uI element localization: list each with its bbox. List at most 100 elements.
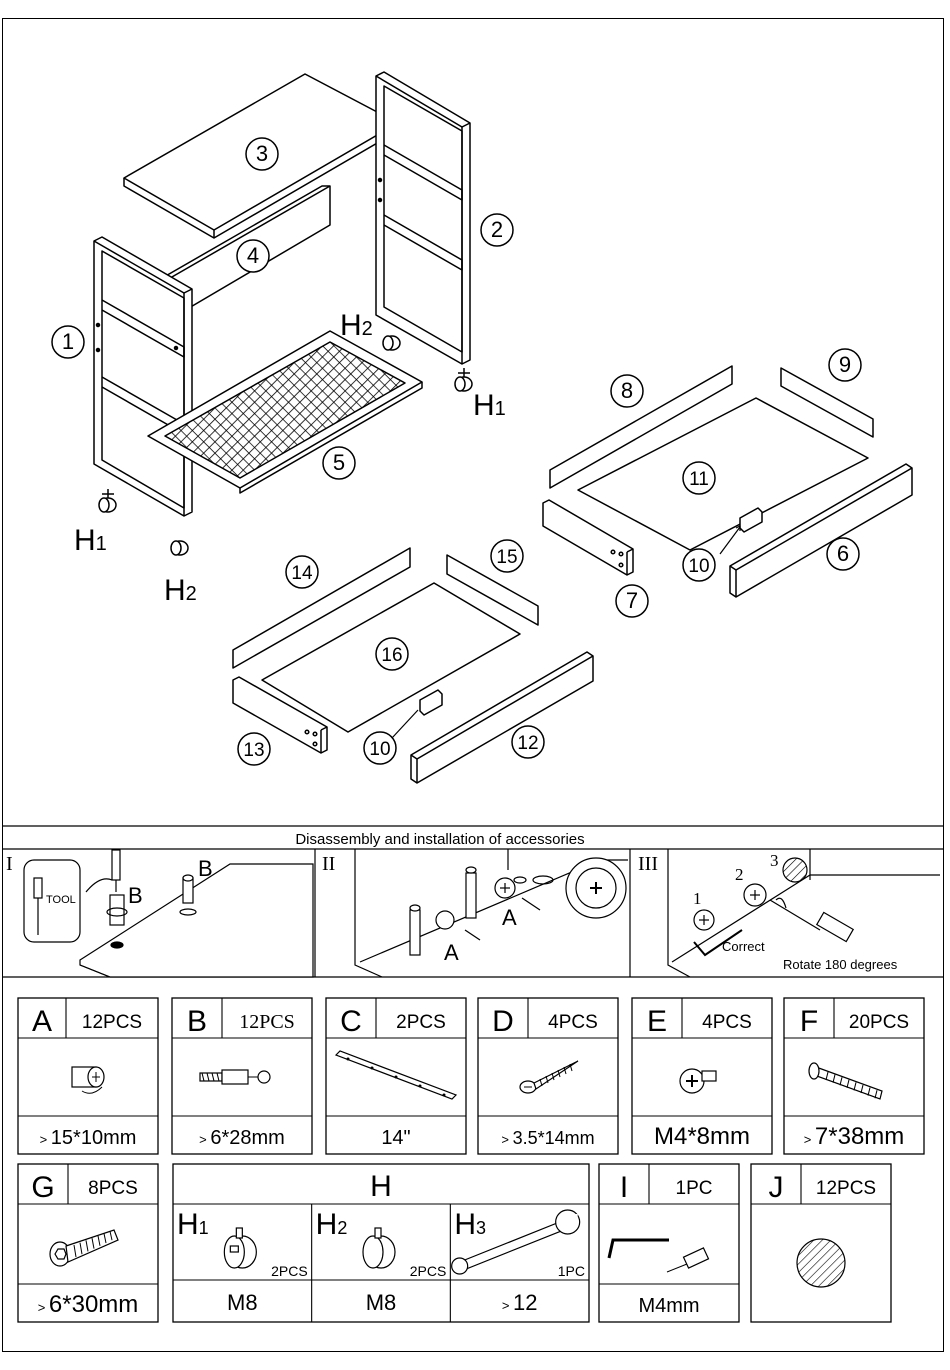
callout-label: 6 bbox=[837, 541, 849, 566]
step-three: III 1 2 3 Correct Rotate 180 degrees bbox=[638, 849, 940, 978]
machine-screw-icon bbox=[679, 1068, 717, 1094]
part-a-box: A 12PCS > 15*10mm bbox=[17, 997, 159, 1155]
callout-c3: 3 bbox=[245, 137, 279, 171]
cover-cap-icon bbox=[796, 1238, 846, 1288]
caster-h2-bottom bbox=[170, 540, 189, 556]
callout-label: 13 bbox=[243, 740, 264, 761]
part-quantity: 12PCS bbox=[816, 1178, 876, 1199]
part-size: > 6*28mm bbox=[199, 1127, 285, 1149]
step-one-b-label: B bbox=[128, 883, 143, 908]
part-size: M4*8mm bbox=[654, 1123, 750, 1150]
part-letter: E bbox=[647, 1005, 667, 1038]
callout-c2: 2 bbox=[480, 213, 514, 247]
mesh-shelf bbox=[147, 330, 423, 494]
part-letter: J bbox=[769, 1171, 784, 1204]
part-quantity: 4PCS bbox=[702, 1012, 752, 1033]
step-two: II A A bbox=[322, 849, 628, 978]
callout-c12: 12 bbox=[511, 725, 545, 759]
step-three-number-1: 1 bbox=[693, 889, 702, 908]
callout-c15: 15 bbox=[490, 539, 524, 573]
part-quantity: 12PCS bbox=[82, 1012, 142, 1033]
caster-h2-top bbox=[382, 335, 401, 351]
step-three-numeral: III bbox=[638, 853, 658, 875]
sub-part-quantity: 2PCS bbox=[271, 1263, 308, 1279]
tool-label: TOOL bbox=[46, 894, 76, 906]
caster-label-h1-top: H1 bbox=[473, 389, 506, 422]
part-quantity: 1PC bbox=[676, 1178, 713, 1199]
part-j-box: J 12PCS bbox=[750, 1163, 892, 1323]
step-two-a-label: A bbox=[444, 940, 459, 965]
part-b-box: B 12PCS > 6*28mm bbox=[171, 997, 313, 1155]
callout-label: 7 bbox=[626, 588, 638, 613]
caster-label-h1-bottom: H1 bbox=[74, 524, 107, 557]
step-two-a-label-2: A bbox=[502, 905, 517, 930]
screwdriver-icon-step3 bbox=[769, 899, 855, 943]
part-quantity: 12PCS bbox=[239, 1011, 295, 1033]
part-letter: B bbox=[187, 1005, 207, 1038]
callout-label: 10 bbox=[688, 556, 709, 577]
callout-label: 5 bbox=[333, 450, 345, 475]
part-quantity: 8PCS bbox=[88, 1178, 138, 1199]
dowel-screw-icon bbox=[808, 1062, 883, 1100]
callout-c7: 7 bbox=[615, 584, 649, 618]
callout-c11: 11 bbox=[682, 461, 716, 495]
step-three-number-3: 3 bbox=[770, 851, 779, 870]
sub-part-letter: H1 bbox=[177, 1208, 209, 1241]
part-size: > 7*38mm bbox=[804, 1123, 905, 1150]
part-size: > 15*10mm bbox=[40, 1127, 137, 1149]
callout-label: 2 bbox=[491, 217, 503, 242]
part-quantity: 2PCS bbox=[396, 1012, 446, 1033]
sub-part-size: > 12 bbox=[502, 1290, 538, 1315]
part-letter: A bbox=[32, 1005, 52, 1038]
rotate-label: Rotate 180 degrees bbox=[783, 957, 898, 972]
part-size: M4mm bbox=[638, 1295, 699, 1317]
step-one-b-label-2: B bbox=[198, 856, 213, 881]
part-letter: F bbox=[800, 1005, 818, 1038]
connector-plate-icon bbox=[334, 1050, 458, 1100]
caster-label-h2-top: H2 bbox=[340, 309, 373, 342]
callout-label: 1 bbox=[62, 329, 74, 354]
sub-part-quantity: 1PC bbox=[558, 1263, 585, 1279]
callout-label: 8 bbox=[621, 378, 633, 403]
callout-label: 15 bbox=[496, 547, 517, 568]
allen-key-screwdriver-icon bbox=[607, 1238, 710, 1273]
cam-bolt-icon bbox=[199, 1069, 271, 1085]
callout-label: 9 bbox=[839, 352, 851, 377]
page-frame bbox=[2, 18, 944, 1352]
cam-lock-icon bbox=[71, 1066, 105, 1094]
callout-c1: 1 bbox=[51, 325, 85, 359]
callout-label: 10 bbox=[369, 739, 390, 760]
part-letter: D bbox=[492, 1005, 514, 1038]
part-quantity: 4PCS bbox=[548, 1012, 598, 1033]
callout-label: 3 bbox=[256, 141, 268, 166]
callout-c10a: 10 bbox=[682, 548, 716, 582]
part-letter: G bbox=[31, 1171, 54, 1204]
caster-icon bbox=[362, 1227, 396, 1269]
part-letter: I bbox=[620, 1171, 628, 1204]
correct-label: Correct bbox=[722, 939, 765, 954]
part-i-box: I 1PC M4mm bbox=[598, 1163, 740, 1323]
callout-c8: 8 bbox=[610, 374, 644, 408]
hex-bolt-icon bbox=[49, 1229, 119, 1267]
step-three-number-2: 2 bbox=[735, 865, 744, 884]
caster-labels: H2 H1 H1 H2 bbox=[74, 309, 506, 607]
callout-c5: 5 bbox=[322, 446, 356, 480]
caster-lock-icon bbox=[223, 1227, 257, 1269]
sub-part-letter: H3 bbox=[454, 1208, 486, 1241]
step-one: I TOOL B B bbox=[6, 849, 314, 978]
sub-part-size: M8 bbox=[366, 1290, 397, 1315]
part-letter: H bbox=[370, 1170, 392, 1203]
wrench-icon bbox=[451, 1209, 581, 1275]
part-size: 14" bbox=[381, 1127, 410, 1149]
sub-part-quantity: 2PCS bbox=[410, 1263, 447, 1279]
callout-c14: 14 bbox=[285, 555, 319, 589]
callout-c13: 13 bbox=[237, 732, 271, 766]
